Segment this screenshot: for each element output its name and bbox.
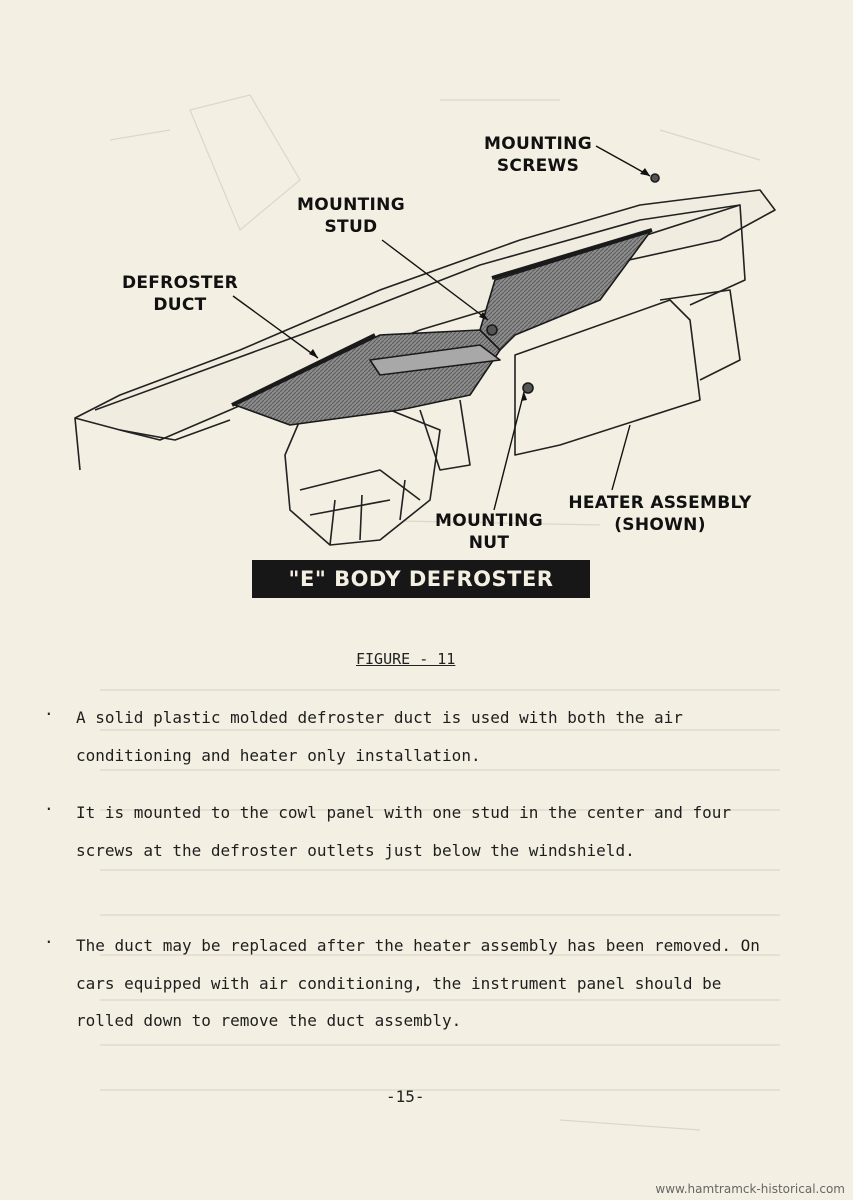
bullet-marker: . [44,795,54,814]
bullet-marker: . [44,700,54,719]
callout-heater-assembly: HEATER ASSEMBLY (SHOWN) [568,493,752,535]
watermark-url: www.hamtramck-historical.com [655,1182,845,1196]
defroster-duct-illustration [74,145,776,546]
paragraph-3: . The duct may be replaced after the hea… [40,928,780,1043]
paragraph-1: . A solid plastic molded defroster duct … [40,700,780,780]
bullet-marker: . [44,928,54,947]
callout-mounting-nut: MOUNTING NUT [435,511,543,553]
paragraph-text: A solid plastic molded defroster duct is… [76,708,683,765]
page-number: -15- [386,1087,425,1106]
paragraph-text: It is mounted to the cowl panel with one… [76,803,732,860]
callout-mounting-stud: MOUNTING STUD [297,195,405,237]
callout-mounting-screws: MOUNTING SCREWS [484,134,592,176]
figure-title-banner: "E" BODY DEFROSTER DUCT [252,560,590,629]
callout-defroster-duct: DEFROSTER DUCT [121,273,239,315]
paragraph-2: . It is mounted to the cowl panel with o… [40,795,780,905]
figure-caption: FIGURE - 11 [356,650,456,668]
paragraph-text: The duct may be replaced after the heate… [76,936,760,1030]
